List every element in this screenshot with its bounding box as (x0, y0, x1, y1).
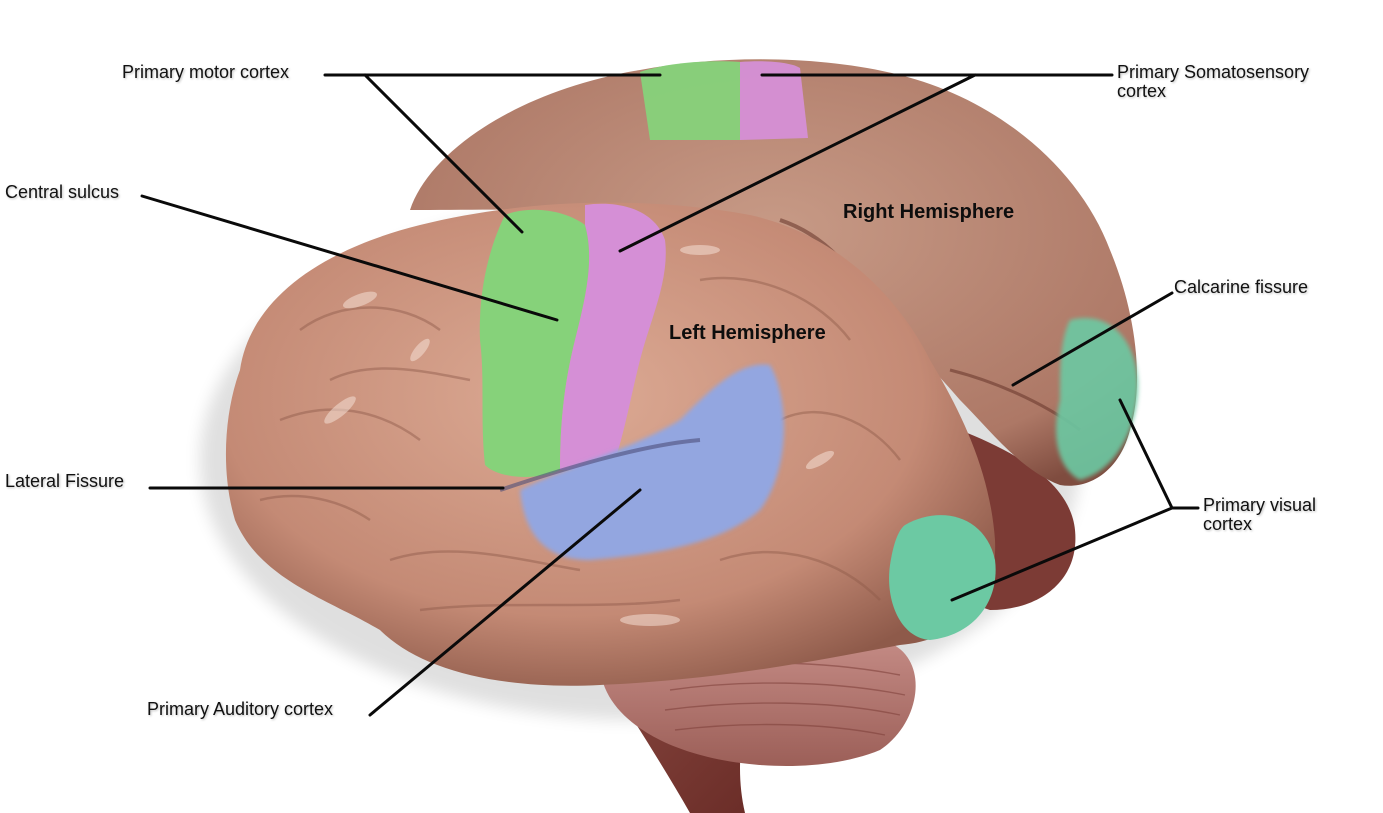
somatosensory-cortex-region (560, 203, 666, 471)
primary-somatosensory-label: Primary Somatosensory cortex (1117, 63, 1309, 101)
primary-auditory-cortex-label: Primary Auditory cortex (147, 699, 334, 719)
visual-cortex-region (889, 515, 996, 640)
primary-somatosensory-label-line1: Primary Somatosensory (1117, 62, 1310, 82)
right-somatosensory-region (740, 61, 808, 140)
somatosensory-leader-diagonal (618, 73, 977, 253)
visual-leader-lower (950, 506, 1174, 602)
lateral-fissure-label: Lateral Fissure (5, 471, 125, 491)
visual-leader-upper (1118, 398, 1174, 510)
calcarine-leader (1011, 291, 1174, 387)
motor-cortex-region (479, 209, 590, 477)
calcarine-fissure-label: Calcarine fissure (1174, 277, 1309, 297)
right-motor-region (640, 61, 740, 140)
primary-motor-cortex-label: Primary motor cortex (122, 62, 290, 82)
primary-somatosensory-label-line2: cortex (1117, 81, 1167, 101)
leader-lines (140, 73, 1200, 717)
primary-visual-label-line1: Primary visual (1203, 495, 1317, 515)
right-hemisphere (410, 59, 1138, 486)
central-sulcus-leader (140, 194, 559, 322)
right-visual-region (1056, 318, 1139, 480)
auditory-leader (368, 488, 642, 717)
right-hemisphere-label: Right Hemisphere (843, 201, 1015, 223)
central-sulcus-label: Central sulcus (5, 182, 120, 202)
gyri-texture (259, 276, 901, 612)
auditory-cortex-region (520, 364, 784, 560)
primary-visual-cortex-label: Primary visual cortex (1203, 496, 1316, 534)
gyri-highlights (324, 245, 835, 626)
primary-visual-label-line2: cortex (1203, 514, 1253, 534)
motor-leader-diagonal (363, 73, 524, 234)
lateral-fissure-groove (499, 438, 701, 492)
left-hemisphere-label: Left Hemisphere (669, 322, 826, 344)
